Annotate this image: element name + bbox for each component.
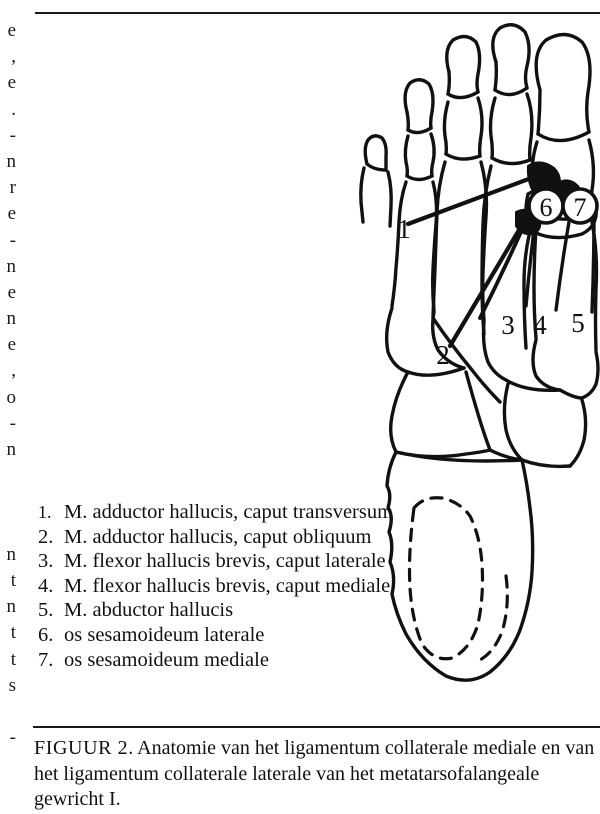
legend-item-label: M. flexor hallucis brevis, caput mediale — [64, 574, 391, 597]
foot-skeleton-illustration: 1 2 3 4 5 6 7 — [330, 16, 600, 721]
legend-item-2: 2. M. adductor hallucis, caput obliquum — [38, 525, 468, 550]
legend-item-7: 7. os sesamoideum mediale — [38, 648, 468, 673]
legend-item-1: 1. M. adductor hallucis, caput transversu… — [38, 500, 468, 525]
legend-item-label: os sesamoideum mediale — [64, 648, 269, 671]
left-bleed-fragment — [0, 463, 16, 489]
left-bleed-fragment: o — [6, 386, 17, 408]
left-bleed-fragment: n — [6, 150, 17, 172]
legend-item-number: 3. — [38, 550, 54, 573]
left-bleed-fragment: , — [11, 46, 16, 68]
legend-item-4: 4. M. flexor hallucis brevis, caput media… — [38, 574, 468, 599]
left-bleed-fragment: - — [9, 229, 16, 251]
callout-number-4: 4 — [533, 310, 547, 340]
left-bleed-fragment: t — [10, 569, 16, 591]
legend-item-3: 3. M. flexor hallucis brevis, caput later… — [38, 549, 468, 574]
legend-item-label: M. flexor hallucis brevis, caput lateral… — [64, 550, 386, 573]
left-bleed-fragment: e — [7, 281, 16, 303]
left-bleed-fragment: - — [9, 124, 16, 146]
bottom-rule — [33, 726, 600, 728]
left-bleed-fragment: t — [10, 622, 16, 644]
left-bleed-fragment: . — [11, 98, 16, 120]
left-bleed-fragment: , — [11, 360, 16, 382]
top-rule — [35, 12, 600, 14]
legend-item-6: 6. os sesamoideum laterale — [38, 623, 468, 648]
legend-item-number: 4. — [38, 574, 54, 597]
callout-number-7: 7 — [574, 193, 587, 222]
figure-caption-text: . Anatomie van het ligamentum collateral… — [34, 737, 595, 810]
callout-number-2: 2 — [436, 340, 450, 370]
left-bleed-fragment: t — [10, 648, 16, 670]
legend-item-label: M. adductor hallucis, caput obliquum — [64, 525, 372, 548]
legend-item-5: 5. M. abductor hallucis — [38, 598, 468, 623]
figure-legend-list: 1. M. adductor hallucis, caput transversu… — [38, 500, 468, 672]
left-bleed-fragment: n — [6, 439, 17, 460]
left-bleed-fragment: r — [9, 177, 16, 199]
legend-item-number: 6. — [38, 623, 54, 646]
figure-caption-label: FIGUUR 2 — [34, 737, 129, 759]
legend-item-label: M. abductor hallucis — [64, 599, 234, 622]
sesamoid-callouts: 6 7 — [527, 187, 599, 225]
callout-number-6: 6 — [540, 193, 553, 222]
legend-item-label: M. adductor hallucis, caput transversum — [64, 501, 394, 523]
callout-number-1: 1 — [397, 214, 411, 244]
legend-item-number: 1. — [38, 502, 52, 522]
left-bleed-fragment — [0, 699, 16, 725]
left-bleed-fragment — [0, 489, 16, 515]
left-bleed-fragment: n — [6, 255, 17, 277]
left-bleed-fragment: e — [7, 334, 16, 356]
left-bleed-fragment: e — [7, 72, 16, 94]
figure-caption: FIGUUR 2. Anatomie van het ligamentum co… — [34, 736, 600, 813]
left-bleed-fragment — [0, 516, 16, 542]
callout-number-3: 3 — [501, 310, 515, 340]
callout-number-5: 5 — [571, 308, 585, 338]
legend-item-number: 5. — [38, 599, 54, 622]
left-bleed-fragment: s — [8, 674, 16, 696]
left-bleed-fragment: - — [9, 727, 16, 749]
left-bleed-fragment: n — [6, 596, 17, 618]
legend-item-number: 2. — [38, 525, 54, 548]
legend-item-label: os sesamoideum laterale — [64, 623, 265, 646]
callout-circle-7 — [561, 187, 599, 225]
left-bleed-fragment: e — [7, 203, 16, 225]
legend-item-number: 7. — [38, 648, 54, 671]
left-bleed-fragment: n — [6, 308, 17, 330]
left-bleed-fragment: - — [9, 412, 16, 434]
left-bleed-fragment: n — [6, 543, 17, 565]
left-bleed-fragment: e — [7, 20, 16, 41]
